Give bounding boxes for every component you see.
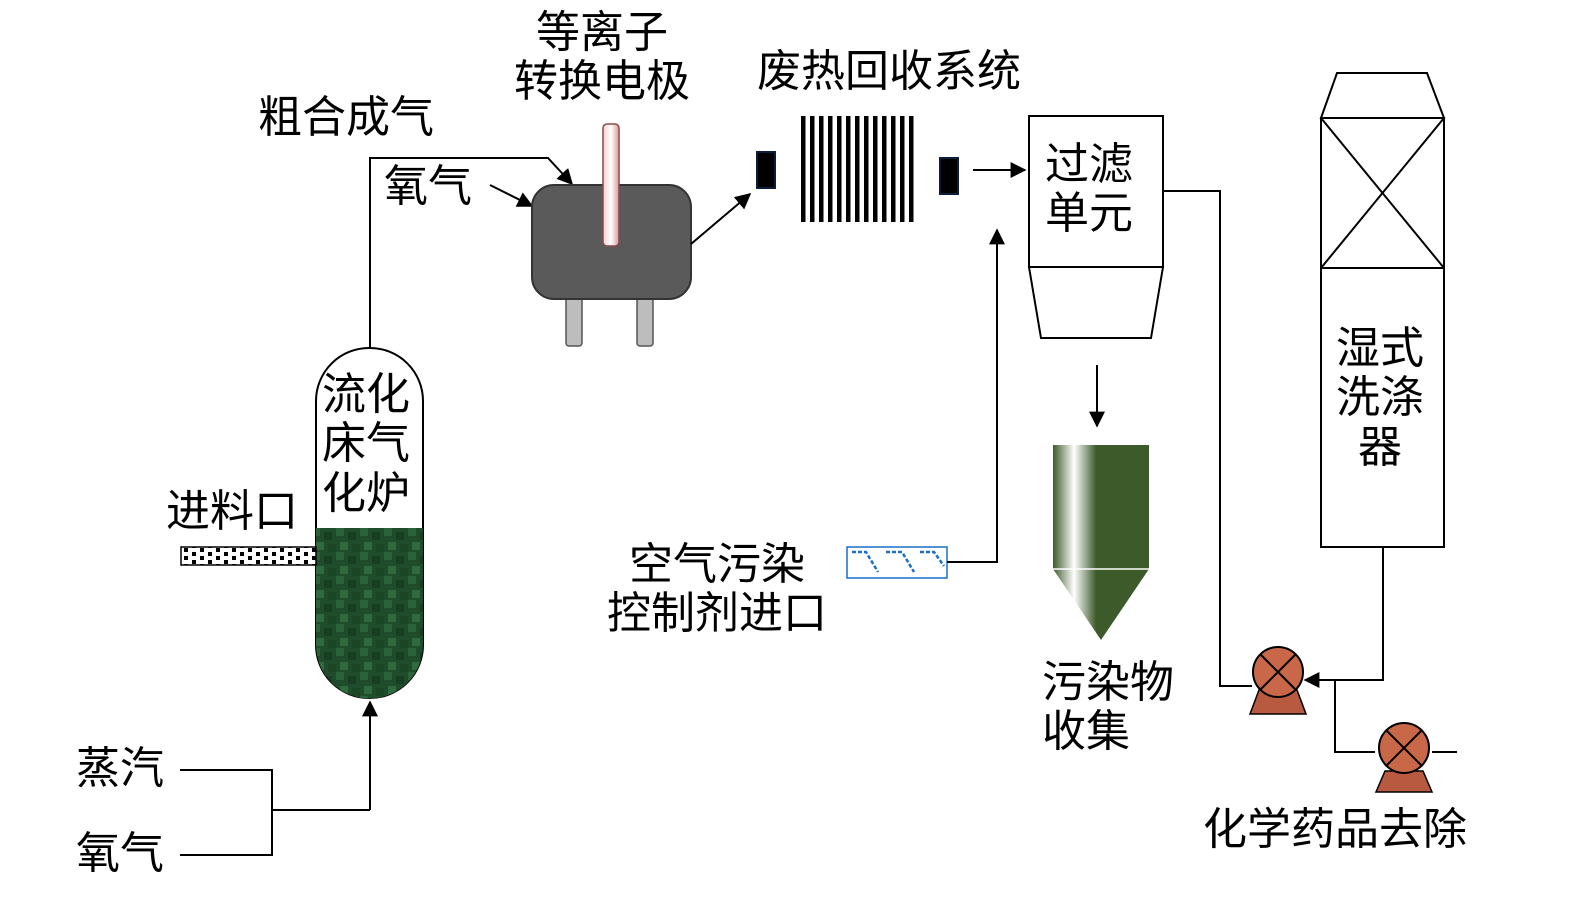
crude-syngas-label: 粗合成气 — [258, 92, 434, 143]
feed-inlet-screw — [180, 546, 317, 566]
gasifier-bed-fill — [316, 528, 423, 699]
gasifier-label-line3: 化炉 — [322, 467, 410, 519]
heat-outlet-block — [939, 157, 959, 195]
wet-scrubber-label-line2: 洗涤 — [1336, 372, 1424, 424]
waste-heat-label: 废热回收系统 — [757, 46, 1021, 97]
air-pollution-control-label-line2: 控制剂进口 — [607, 588, 827, 640]
oxygen-top-label: 氧气 — [384, 161, 472, 212]
oxygen-bottom-label: 氧气 — [76, 828, 164, 879]
injector-line — [947, 228, 1005, 563]
feed-inlet-label: 进料口 — [166, 486, 298, 537]
filter-unit-label: 过滤 单元 — [1045, 140, 1133, 239]
air-pollution-control-label-line1: 空气污染 — [629, 539, 805, 590]
plasma-electrode — [602, 123, 620, 247]
heat-exchanger-fin — [891, 116, 896, 222]
heat-exchanger-fin — [864, 116, 869, 222]
heat-exchanger-fin — [828, 116, 833, 222]
gasifier-label: 流化 床气 化炉 — [322, 370, 410, 518]
fluidized-bed-gasifier — [315, 347, 424, 699]
heat-inlet-block — [756, 151, 776, 189]
heat-exchanger-fin — [810, 116, 815, 222]
syngas-line — [369, 157, 574, 348]
air-pollution-control-injector — [846, 546, 948, 579]
pollutant-collector — [1053, 445, 1149, 640]
reactor-outlet-arrow — [690, 192, 752, 245]
heat-exchanger-fin — [801, 116, 806, 222]
pump-upper — [1248, 646, 1308, 715]
filter-unit-label-line2: 单元 — [1045, 188, 1133, 240]
pollutant-collection-label: 污染物 收集 — [1042, 658, 1174, 757]
heat-exchanger-fin — [846, 116, 851, 222]
gasifier-label-line2: 床气 — [322, 418, 410, 470]
filter-outlet-line — [1163, 190, 1252, 687]
waste-heat-recovery — [756, 116, 959, 222]
heat-exchanger-fin — [882, 116, 887, 222]
pump-lower — [1374, 722, 1434, 793]
wet-scrubber-label-line3: 器 — [1358, 421, 1402, 473]
chemical-removal-label: 化学药品去除 — [1203, 804, 1467, 855]
wet-scrubber-label-line1: 湿式 — [1336, 323, 1424, 374]
gasifier-label-line1: 流化 — [322, 369, 410, 420]
scrubber-return-line — [1303, 547, 1384, 688]
plasma-electrode-label-line2: 转换电极 — [514, 56, 690, 108]
pollutant-collection-label-line1: 污染物 — [1042, 657, 1174, 708]
heat-exchanger-fin — [819, 116, 824, 222]
heat-exchanger-fin — [837, 116, 842, 222]
heat-exchanger-fin — [855, 116, 860, 222]
heat-exchanger-fin — [909, 116, 914, 222]
air-pollution-control-label: 空气污染 控制剂进口 — [607, 540, 827, 639]
wet-scrubber-label: 湿式 洗涤 器 — [1336, 324, 1424, 472]
steam-oxygen-feed-lines — [180, 700, 378, 856]
pollutant-collection-label-line2: 收集 — [1042, 706, 1130, 758]
heat-exchanger-fins — [801, 116, 914, 222]
plasma-electrode-label-line1: 等离子 — [536, 7, 668, 58]
heat-exchanger-fin — [873, 116, 878, 222]
plasma-electrode-label: 等离子 转换电极 — [514, 8, 690, 107]
filter-unit-label-line1: 过滤 — [1045, 139, 1133, 190]
heat-exchanger-fin — [900, 116, 905, 222]
oxygen-arrow — [489, 184, 534, 207]
filter-hopper — [1027, 266, 1165, 339]
steam-label: 蒸汽 — [76, 743, 164, 794]
plasma-reactor — [531, 123, 692, 347]
wet-scrubber — [1319, 72, 1446, 548]
chemical-line — [1334, 680, 1375, 753]
